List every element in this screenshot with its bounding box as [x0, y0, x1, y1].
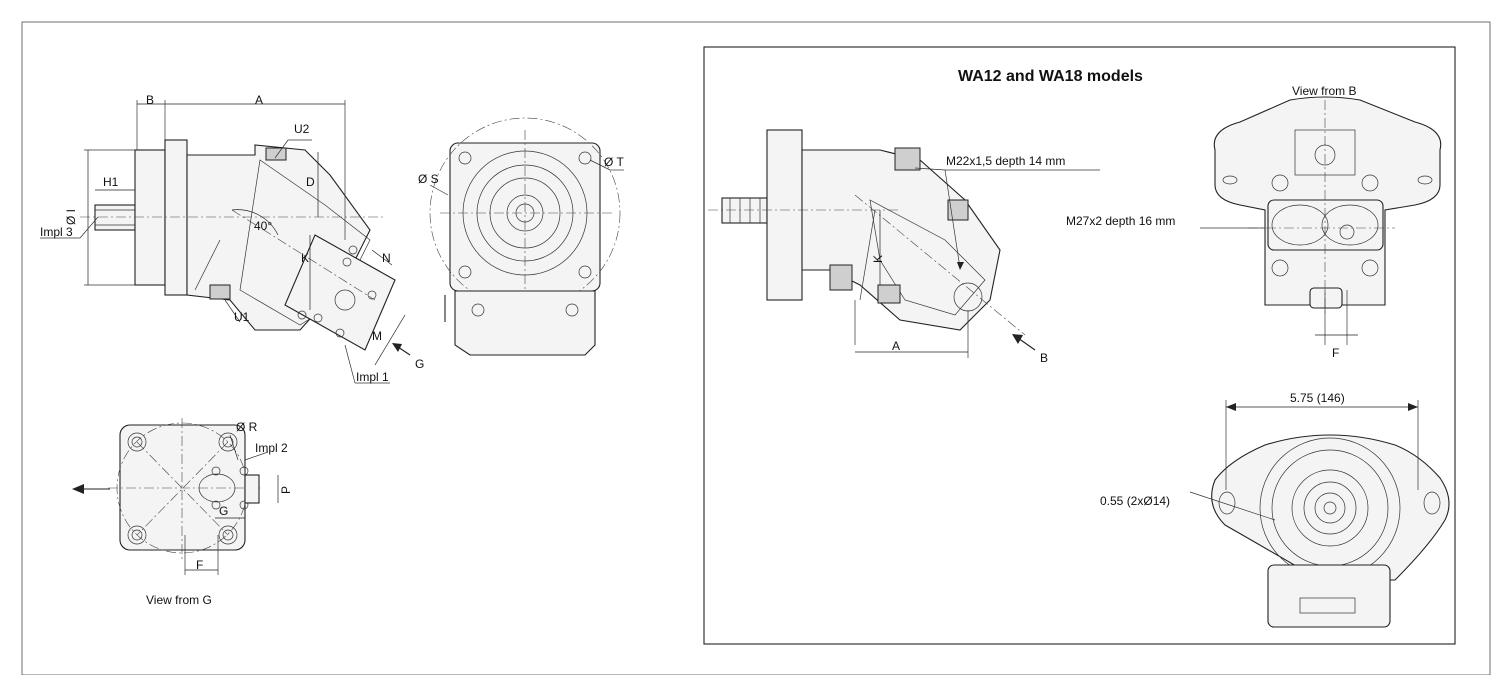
wa-dim-label-k: K [871, 255, 885, 263]
dim-width-146: 5.75 (146) [1290, 391, 1345, 405]
wa-flange [766, 129, 803, 301]
side-view [40, 100, 411, 384]
label-impl-3: Impl 3 [40, 225, 73, 239]
caption-view-from-b: View from B [1292, 84, 1356, 98]
dim-label-b: B [146, 93, 154, 107]
wa-body [801, 149, 1001, 331]
wa-side-view [708, 129, 1100, 358]
front-view [429, 117, 624, 356]
wa-front-housing [1267, 564, 1391, 628]
dim-label-m: M [372, 329, 382, 343]
label-view-arrow-g: G [415, 357, 424, 371]
caption-view-from-g: View from G [146, 593, 212, 607]
front-housing [454, 290, 596, 356]
end-cap [284, 234, 396, 351]
dim-label-diameter-t: Ø T [604, 155, 624, 169]
flange [134, 149, 166, 286]
dim-label-u1: U1 [234, 310, 250, 324]
label-m27-thread: M27x2 depth 16 mm [1066, 214, 1175, 228]
dim-hole-14: 0.55 (2xØ14) [1100, 494, 1170, 508]
shaft [94, 204, 136, 231]
label-m22-thread: M22x1,5 depth 14 mm [946, 154, 1065, 168]
label-impl-2: Impl 2 [255, 441, 288, 455]
wa-front-flange [1211, 434, 1450, 581]
wa-shaft [721, 197, 768, 224]
dim-label-angle: 40° [254, 219, 272, 233]
wa-front-view [1189, 400, 1450, 628]
wa-models-panel [703, 46, 1456, 645]
dim-label-n: N [382, 251, 391, 265]
wa-label-arrow-b: B [1040, 351, 1048, 365]
dim-label-diameter-i: Ø I [64, 209, 78, 225]
label-impl-1: Impl 1 [356, 370, 389, 384]
wa-dim-label-a: A [892, 339, 900, 353]
dim-label-f-left: F [196, 558, 203, 572]
view-from-g [72, 418, 279, 575]
dim-label-h1: H1 [103, 175, 119, 189]
dim-label-g: G [219, 504, 228, 518]
dim-label-u2: U2 [294, 122, 310, 136]
panel-title: WA12 and WA18 models [958, 68, 1143, 85]
dim-label-diameter-s: Ø S [418, 172, 439, 186]
dim-label-d: D [306, 175, 315, 189]
dim-label-k: K [301, 251, 309, 265]
wa-view-from-b [1200, 96, 1442, 345]
dim-label-p: P [279, 486, 293, 494]
dim-label-a: A [255, 93, 263, 107]
wa-dim-label-f: F [1332, 346, 1339, 360]
dim-label-diameter-r: Ø R [236, 420, 258, 434]
